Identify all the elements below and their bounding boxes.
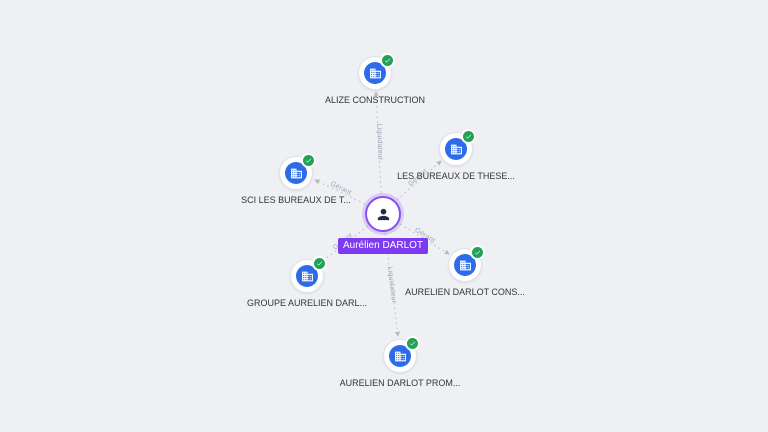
company-label: SCI LES BUREAUX DE T... — [241, 195, 351, 205]
company-building-icon — [389, 345, 411, 367]
edge-label-liquidateur-top: Liquidateur — [375, 123, 383, 161]
verified-check-icon — [405, 336, 420, 351]
company-icon-circle[interactable] — [290, 256, 327, 293]
verified-check-icon — [380, 53, 395, 68]
edge-gerant-upper-left — [314, 179, 366, 205]
person-icon-circle[interactable] — [365, 196, 401, 232]
company-icon-circle[interactable] — [279, 153, 316, 190]
company-label: ALIZE CONSTRUCTION — [324, 95, 425, 105]
company-label: GROUPE AURELIEN DARL... — [246, 298, 368, 308]
person-name-badge[interactable]: Aurélien DARLOT — [337, 238, 429, 254]
company-node-aurelien-darlot-cons[interactable]: AURELIEN DARLOT CONS... — [380, 245, 550, 297]
edge-liquidateur-top — [373, 91, 382, 194]
company-label: AURELIEN DARLOT CONS... — [405, 287, 525, 297]
company-icon-circle[interactable] — [358, 53, 395, 90]
company-node-groupe-aurelien-darlot[interactable]: GROUPE AURELIEN DARL... — [222, 256, 392, 308]
company-building-icon — [454, 254, 476, 276]
verified-check-icon — [470, 245, 485, 260]
company-node-alize-construction[interactable]: ALIZE CONSTRUCTION — [290, 53, 460, 105]
company-icon-circle[interactable] — [448, 245, 485, 282]
company-node-les-bureaux-de-these[interactable]: LES BUREAUX DE THESE... — [371, 129, 541, 181]
company-building-icon — [445, 138, 467, 160]
person-icon — [377, 208, 389, 220]
edge-liquidateur-bottom — [384, 232, 400, 337]
company-building-icon — [364, 62, 386, 84]
company-node-sci-les-bureaux[interactable]: SCI LES BUREAUX DE T... — [211, 153, 381, 205]
verified-check-icon — [301, 153, 316, 168]
company-label: LES BUREAUX DE THESE... — [397, 171, 515, 181]
edge-label-liquidateur-bottom: Liquidateur — [386, 266, 397, 304]
company-node-aurelien-darlot-prom[interactable]: AURELIEN DARLOT PROM... — [315, 336, 485, 388]
company-icon-circle[interactable] — [439, 129, 476, 166]
verified-check-icon — [312, 256, 327, 271]
company-building-icon — [296, 265, 318, 287]
person-node-aurelien-darlot[interactable]: Aurélien DARLOT — [298, 196, 468, 254]
company-building-icon — [285, 162, 307, 184]
company-label: AURELIEN DARLOT PROM... — [339, 378, 461, 388]
verified-check-icon — [461, 129, 476, 144]
company-icon-circle[interactable] — [383, 336, 420, 373]
